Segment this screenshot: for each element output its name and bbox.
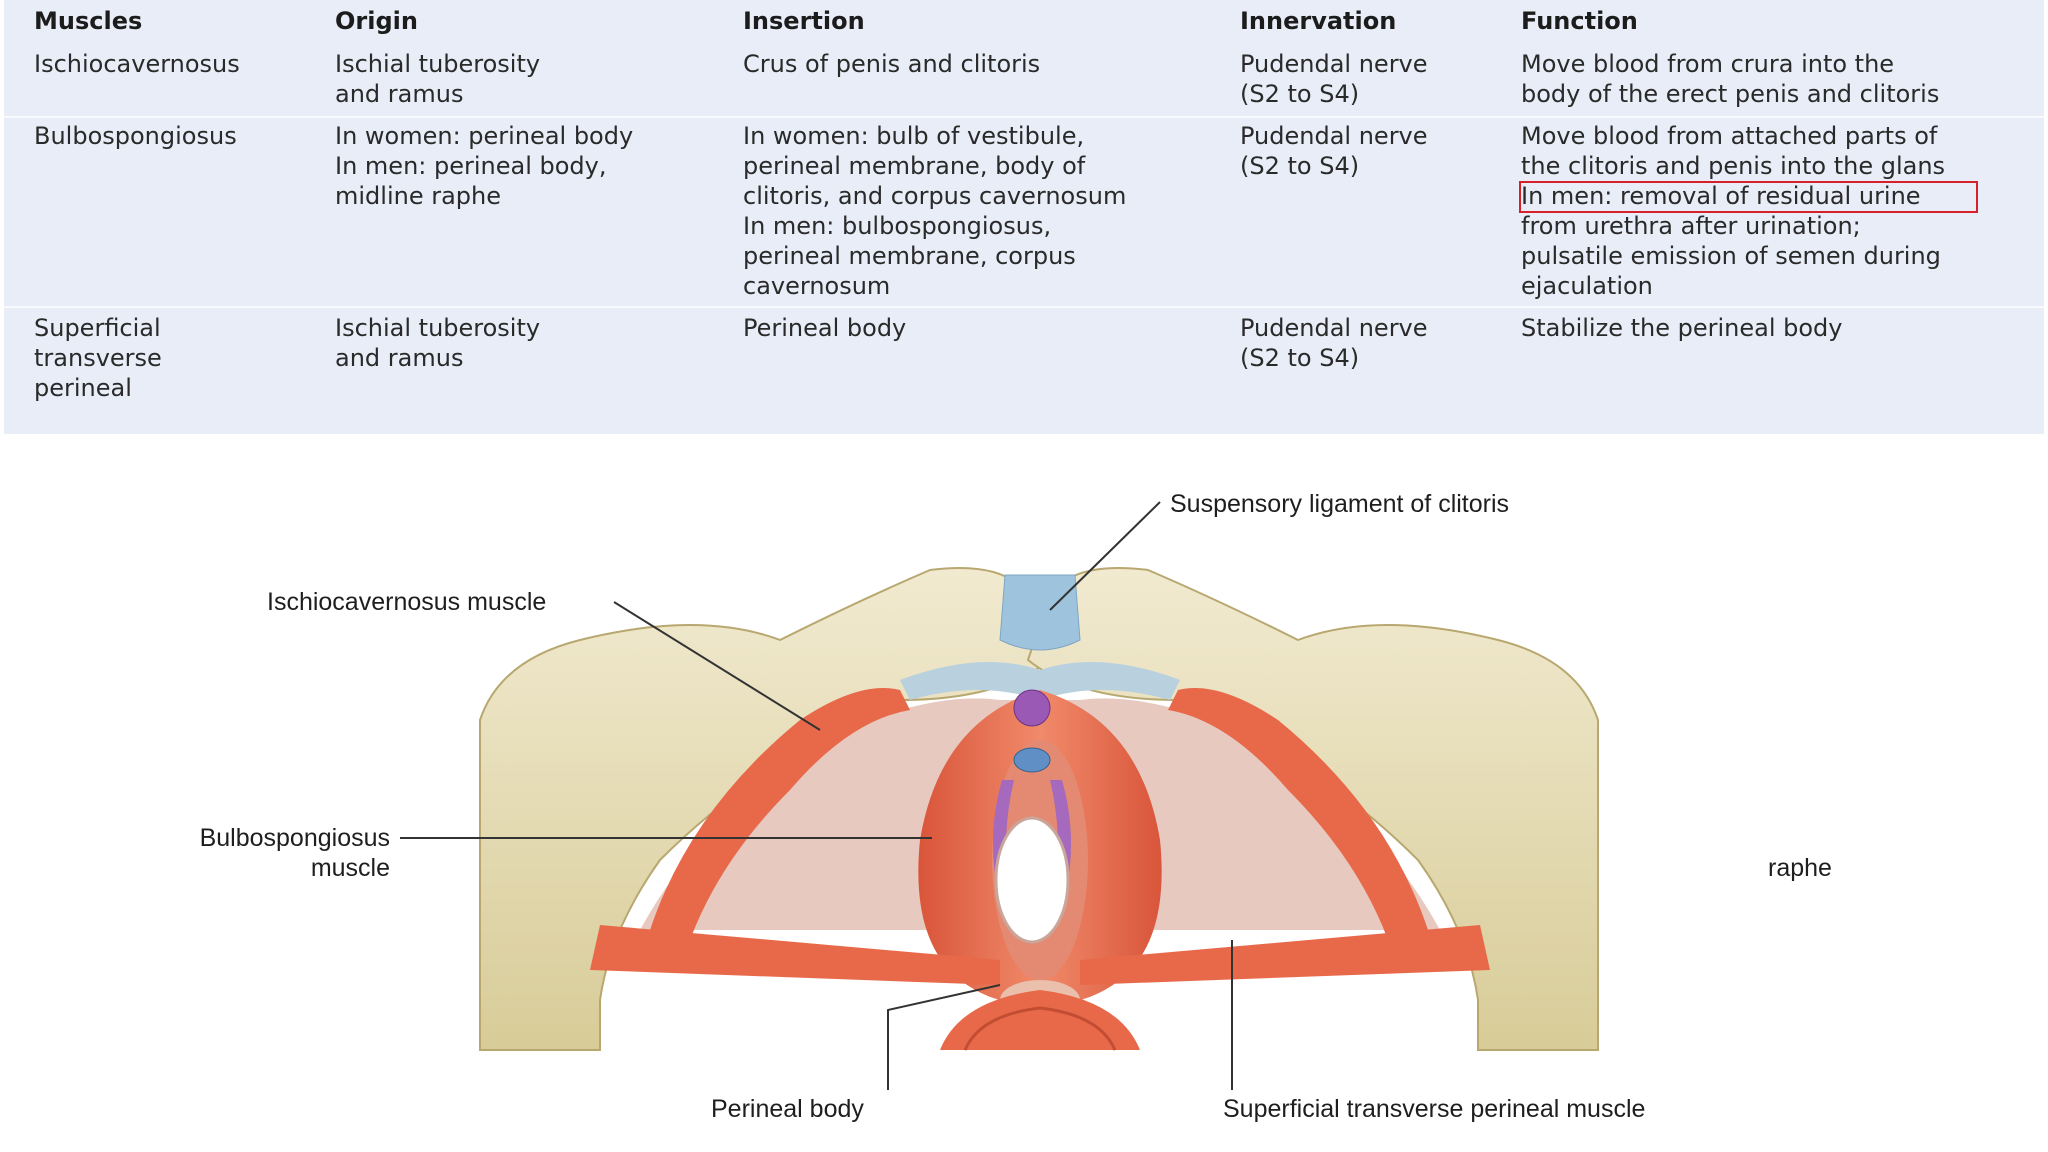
label-perineal-body: Perineal body: [711, 1095, 864, 1123]
cell-innervation: Pudendal nerve (S2 to S4): [1240, 122, 1428, 180]
cell-insertion: In women: bulb of vestibule, perineal me…: [743, 122, 1127, 300]
cell-origin: In women: perineal body In men: perineal…: [335, 122, 634, 210]
label-bulbospongiosus: Bulbospongiosus muscle: [199, 824, 390, 882]
header-innervation: Innervation: [1240, 7, 1397, 35]
header-function: Function: [1521, 7, 1638, 35]
cell-innervation: Pudendal nerve (S2 to S4): [1240, 314, 1428, 372]
header-muscles: Muscles: [34, 7, 143, 35]
muscle-table: Muscles Origin Insertion Innervation Fun…: [4, 0, 2044, 434]
row-divider: [4, 306, 2044, 308]
cell-insertion: Crus of penis and clitoris: [743, 50, 1041, 78]
leader-lines: [400, 501, 1233, 1090]
header-origin: Origin: [335, 7, 418, 35]
highlight-box: [1519, 181, 1978, 213]
cell-function: Stabilize the perineal body: [1521, 314, 1843, 342]
cell-function: Move blood from attached parts of the cl…: [1521, 122, 1946, 300]
table-row-bulbospongiosus: Bulbospongiosus In women: perineal body …: [4, 116, 2044, 308]
header-insertion: Insertion: [743, 7, 865, 35]
table-row-ischiocavernosus: Ischiocavernosus Ischial tuberosity and …: [4, 44, 2044, 116]
table-header-row: Muscles Origin Insertion Innervation Fun…: [4, 0, 2044, 42]
label-ischiocavernosus: Ischiocavernosus muscle: [267, 588, 547, 616]
label-superficial-transverse: Superficial transverse perineal muscle: [1223, 1095, 1646, 1123]
erectile-structures: [992, 689, 1072, 944]
cell-function: Move blood from crura into the body of t…: [1521, 50, 1940, 108]
cell-origin: Ischial tuberosity and ramus: [335, 50, 541, 108]
cell-muscle: Superficial transverse perineal: [34, 314, 162, 402]
label-raphe: raphe: [1768, 854, 1832, 882]
cell-innervation: Pudendal nerve (S2 to S4): [1240, 50, 1428, 108]
superficial-transverse-perineal-muscles: [590, 925, 1490, 985]
perineal-body-and-anal-sphincter: [940, 980, 1140, 1051]
label-suspensory-ligament: Suspensory ligament of clitoris: [1170, 490, 1510, 518]
cell-muscle: Bulbospongiosus: [34, 122, 237, 150]
row-divider: [4, 116, 2044, 118]
ischiocavernosus-muscles: [650, 688, 1428, 940]
cell-insertion: Perineal body: [743, 314, 907, 342]
table-row-superficial-transverse: Superficial transverse perineal Ischial …: [4, 308, 2044, 432]
cell-origin: Ischial tuberosity and ramus: [335, 314, 541, 372]
ligament-region: [900, 574, 1180, 700]
cell-muscle: Ischiocavernosus: [34, 50, 240, 78]
